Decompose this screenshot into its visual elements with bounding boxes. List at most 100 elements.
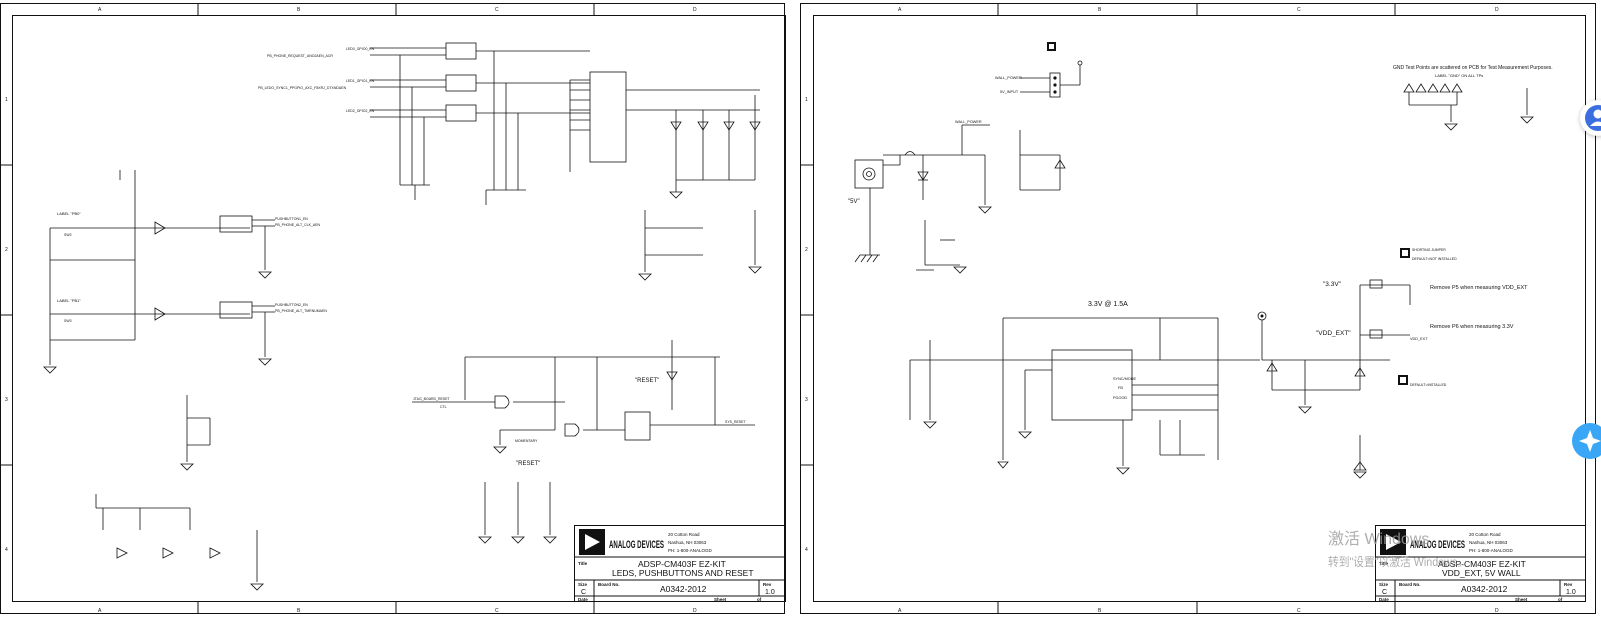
pin-pgood: PGOOD xyxy=(1113,396,1127,400)
net-ctl: CTL xyxy=(440,405,447,409)
label-sw2: SW2 xyxy=(64,233,72,237)
jumper-top: WALL_POWER 5V_INPUT xyxy=(995,42,1082,97)
label-vdd-ext: "VDD_EXT" xyxy=(1316,330,1351,337)
assistant-sparkle-button[interactable] xyxy=(1572,423,1601,459)
label-reset-switch: "RESET" xyxy=(516,461,540,467)
col-label-a-right: A xyxy=(898,7,902,13)
led-array xyxy=(670,95,760,198)
title-block-left: ANALOG DEVICES 20 Cotton Road Nashua, NH… xyxy=(574,526,786,603)
col-label-c-bottom: C xyxy=(495,608,499,614)
net-vdd-ext: VDD_EXT xyxy=(1410,337,1428,341)
right-sheet: A B C D A B C D 1 2 3 4 WALL_POWER 5V_IN… xyxy=(800,3,1596,614)
net-pb1: PUSHBUTTON2_EN xyxy=(275,303,308,307)
of-label-right: of xyxy=(1558,597,1563,602)
board-value-right: A0342-2012 xyxy=(1461,584,1508,594)
vendor-name-left: ANALOG DEVICES xyxy=(609,539,664,551)
sheet-label-right: Sheet xyxy=(1515,597,1528,602)
col-label-c-right: C xyxy=(1297,7,1301,13)
label-current-rating: 3.3V @ 1.5A xyxy=(1088,301,1128,308)
col-label-a: A xyxy=(98,7,102,13)
net-led-gpio-1: LED1_GPIO1_EN xyxy=(346,79,375,83)
row-label-1-right: 1 xyxy=(805,97,808,103)
pushbutton-section: LABEL "PB0" LABEL "PB1" SW2 SW3 PUSHBUTT… xyxy=(44,170,327,373)
row-label-4: 4 xyxy=(5,547,8,553)
row-label-3-right: 3 xyxy=(805,397,808,403)
net-wall-power-1: WALL_POWER xyxy=(995,76,1022,80)
col-label-c: C xyxy=(495,7,499,13)
label-pb0: LABEL "PB0" xyxy=(57,211,81,216)
pin-sync: SYNC/MODE xyxy=(1113,377,1136,381)
of-label-left: of xyxy=(757,597,762,602)
reset-circuit: "RESET" "RESET" JTAG_BOARD_RESET CTL SYS… xyxy=(412,340,755,467)
label-shorting-jumper: SHORTING JUMPER xyxy=(1412,248,1446,252)
watermark-activate-windows: 激活 Windows xyxy=(1328,530,1429,548)
note-gnd-testpoints: GND Test Points are scattered on PCB for… xyxy=(1393,65,1553,71)
pin-fb: FB xyxy=(1118,386,1123,390)
rev-label-left: Rev xyxy=(763,582,772,587)
net-pb0-2: PB_PHONE_ALT_CLK_AEN xyxy=(275,223,321,227)
col-label-d-bottom: D xyxy=(693,608,697,614)
address-line-1-left: 20 Cotton Road xyxy=(668,532,700,537)
title-line-2-right: VDD_EXT, 5V WALL xyxy=(1442,568,1521,578)
size-label-right: Size xyxy=(1379,582,1389,587)
phone-right: PH: 1-800-ANALOGD xyxy=(1469,548,1514,553)
net-led-gpio-0: LED0_GPIO0_EN xyxy=(346,47,375,51)
net-jtag-reset: JTAG_BOARD_RESET xyxy=(413,397,451,401)
net-led-gpio-2: LED2_GPIO2_EN xyxy=(346,109,375,113)
rev-label-right: Rev xyxy=(1564,582,1573,587)
rev-value-left: 1.0 xyxy=(765,589,775,596)
net-wall-power-2: WALL_POWER xyxy=(955,120,982,124)
row-label-2-right: 2 xyxy=(805,247,808,253)
title-label-left: Title xyxy=(578,561,588,566)
phone-left: PH: 1-800-ANALOGD xyxy=(668,548,713,553)
label-gnd-all-tps: LABEL "GND" ON ALL TPs xyxy=(1435,73,1483,78)
gpio-buffer-section: LED0_GPIO0_EN LED1_GPIO1_EN LED2_GPIO2_E… xyxy=(258,43,760,205)
net-pb1-2: PB_PHONE_ALT_TMRNUMAEN xyxy=(275,309,327,313)
col-label-c-right-bottom: C xyxy=(1297,608,1301,614)
label-reset-led: "RESET" xyxy=(635,378,659,384)
sparkle-icon xyxy=(1572,423,1601,459)
user-avatar-button[interactable] xyxy=(1580,100,1601,136)
net-pb0: PUSHBUTTON1_EN xyxy=(275,217,308,221)
row-label-2: 2 xyxy=(5,247,8,253)
address-line-2-right: Nashua, NH 03063 xyxy=(1469,540,1508,545)
col-label-b: B xyxy=(297,7,301,13)
address-line-2-left: Nashua, NH 03063 xyxy=(668,540,707,545)
output-network: "3.3V" "VDD_EXT" Remove P5 when measurin… xyxy=(1262,248,1528,478)
board-value-left: A0342-2012 xyxy=(660,584,707,594)
gnd-test-points: GND Test Points are scattered on PCB for… xyxy=(1393,65,1553,130)
decoupling-caps xyxy=(639,210,761,280)
wall-power-input: "5V" WALL_POWER xyxy=(848,120,1065,273)
label-pb1: LABEL "PB1" xyxy=(57,298,81,303)
size-value-left: C xyxy=(581,589,586,596)
row-label-4-right: 4 xyxy=(805,547,808,553)
net-pb-ctl0: PB_LEDO_SYNC1_PPGPIO_AXC_F8XRJ_DTXNDAEN xyxy=(258,86,347,90)
size-label-left: Size xyxy=(578,582,588,587)
regulator-section: 3.3V @ 1.5A SYNC/MODE FB PGOOD xyxy=(910,301,1266,474)
note-remove-p6: Remove P6 when measuring 3.3V xyxy=(1430,324,1514,330)
watermark-activate-hint: 转到"设置"以激活 Windows。 xyxy=(1328,554,1468,569)
user-avatar-icon xyxy=(1580,100,1601,136)
size-value-right: C xyxy=(1382,589,1387,596)
misc-caps xyxy=(96,395,556,590)
date-label-right: Date xyxy=(1379,597,1389,602)
col-label-d-right-bottom: D xyxy=(1495,608,1499,614)
rev-value-right: 1.0 xyxy=(1566,589,1576,596)
col-label-d: D xyxy=(693,7,697,13)
col-label-b-right: B xyxy=(1098,7,1102,13)
label-default-not-installed: DEFAULT=NOT INSTALLED xyxy=(1412,257,1457,261)
col-label-d-right: D xyxy=(1495,7,1499,13)
label-default-installed: DEFAULT=INSTALLED xyxy=(1410,383,1447,387)
row-label-1: 1 xyxy=(5,97,8,103)
note-remove-p5: Remove P5 when measuring VDD_EXT xyxy=(1430,285,1528,291)
title-line-2-left: LEDS, PUSHBUTTONS AND RESET xyxy=(612,568,754,578)
label-5v: "5V" xyxy=(848,199,860,205)
label-3v3: "3.3V" xyxy=(1323,281,1342,288)
row-label-3: 3 xyxy=(5,397,8,403)
left-sheet: A B C D A B C D 1 2 3 4 xyxy=(0,3,786,614)
label-momentary: MOMENTARY xyxy=(515,439,538,443)
label-sw3: SW3 xyxy=(64,319,72,323)
date-label-left: Date xyxy=(578,597,588,602)
